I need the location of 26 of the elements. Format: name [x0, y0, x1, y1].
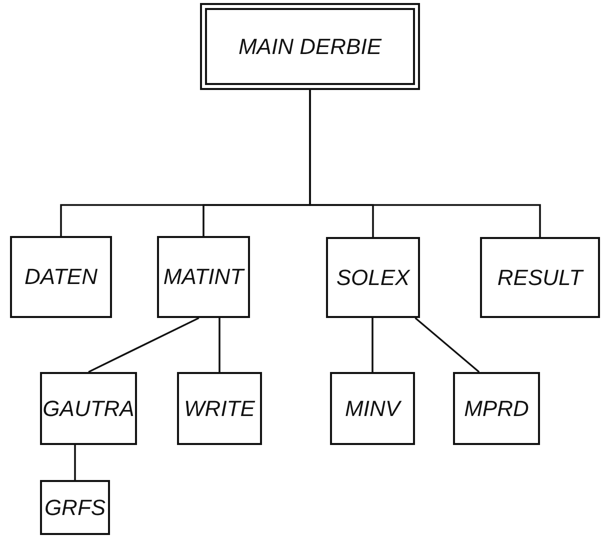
module-box [157, 236, 250, 318]
module-name: GAUTRA [42, 396, 134, 422]
module-box [480, 237, 600, 318]
connector-line [74, 445, 76, 480]
module-name: RESULT [497, 264, 583, 290]
connector-line [372, 318, 374, 372]
module-name: MAIN DERBIE [238, 34, 382, 60]
module-box [177, 372, 262, 445]
module-name: WRITE [184, 396, 255, 422]
module-box [40, 372, 137, 445]
module-box [10, 236, 112, 318]
module-name: DATEN [24, 264, 98, 290]
module-box [40, 480, 110, 535]
main-program-box [200, 3, 420, 90]
module-box [330, 372, 415, 445]
module-name: SOLEX [336, 264, 410, 290]
connector-line [309, 90, 541, 237]
connector-line [414, 317, 480, 373]
module-box [453, 372, 540, 445]
connector-line [218, 318, 220, 372]
module-name: MINV [345, 396, 400, 422]
module-name: MATINT [163, 264, 244, 290]
module-name: MPRD [464, 396, 529, 422]
connector-line [88, 317, 200, 373]
module-name: GRFS [44, 494, 106, 520]
module-box [326, 237, 420, 318]
